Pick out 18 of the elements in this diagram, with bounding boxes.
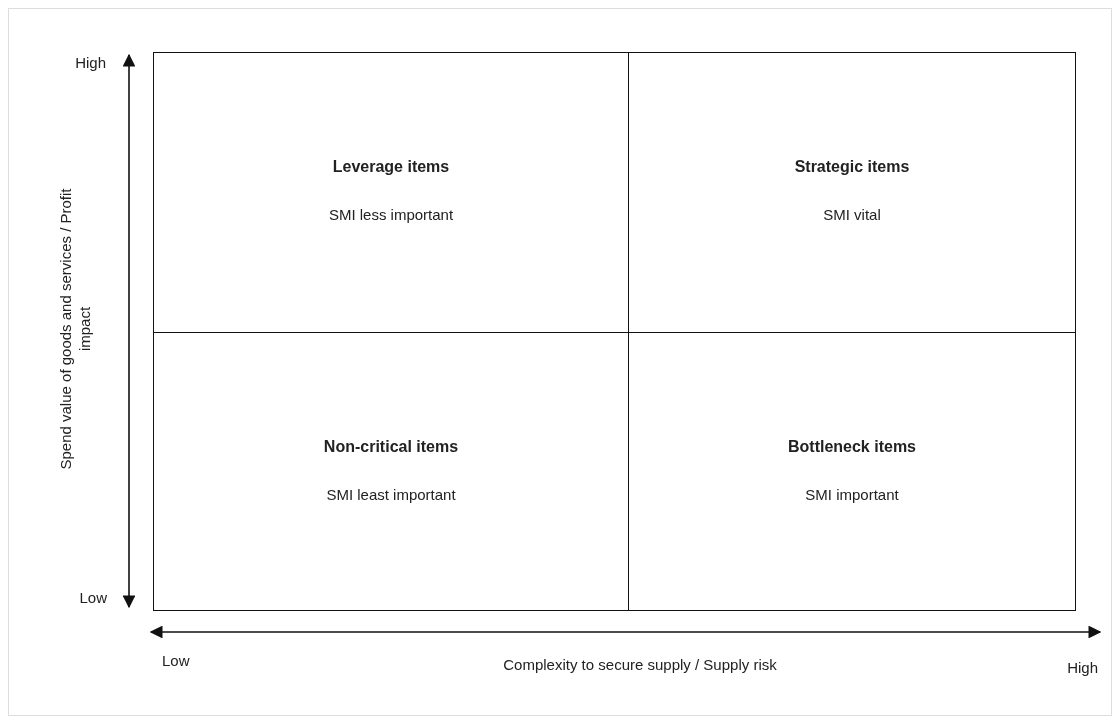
quadrant-description: SMI important: [804, 486, 900, 503]
quadrant-heading: Strategic items: [793, 158, 911, 176]
axis-tick-label: Low: [78, 588, 107, 607]
axis-title: Spend value of goods and services / Profit impact: [56, 187, 94, 472]
quadrant-description: SMI vital: [822, 206, 882, 223]
quadrant-box: [628, 52, 1076, 333]
quadrant-box: [628, 332, 1076, 611]
quadrant-heading: Non-critical items: [322, 438, 460, 456]
quadrant-description: SMI least important: [325, 486, 457, 503]
quadrant-description: SMI less important: [327, 206, 455, 223]
quadrant-heading: Leverage items: [331, 158, 451, 176]
quadrant-box: [153, 332, 629, 611]
axis-tick-label: High: [1066, 658, 1098, 677]
axis-tick-label: Low: [162, 651, 191, 670]
quadrant-box: [153, 52, 629, 333]
axis-title: Complexity to secure supply / Supply risk: [502, 655, 778, 674]
axis-tick-label: High: [74, 53, 106, 72]
quadrant-heading: Bottleneck items: [786, 438, 917, 456]
